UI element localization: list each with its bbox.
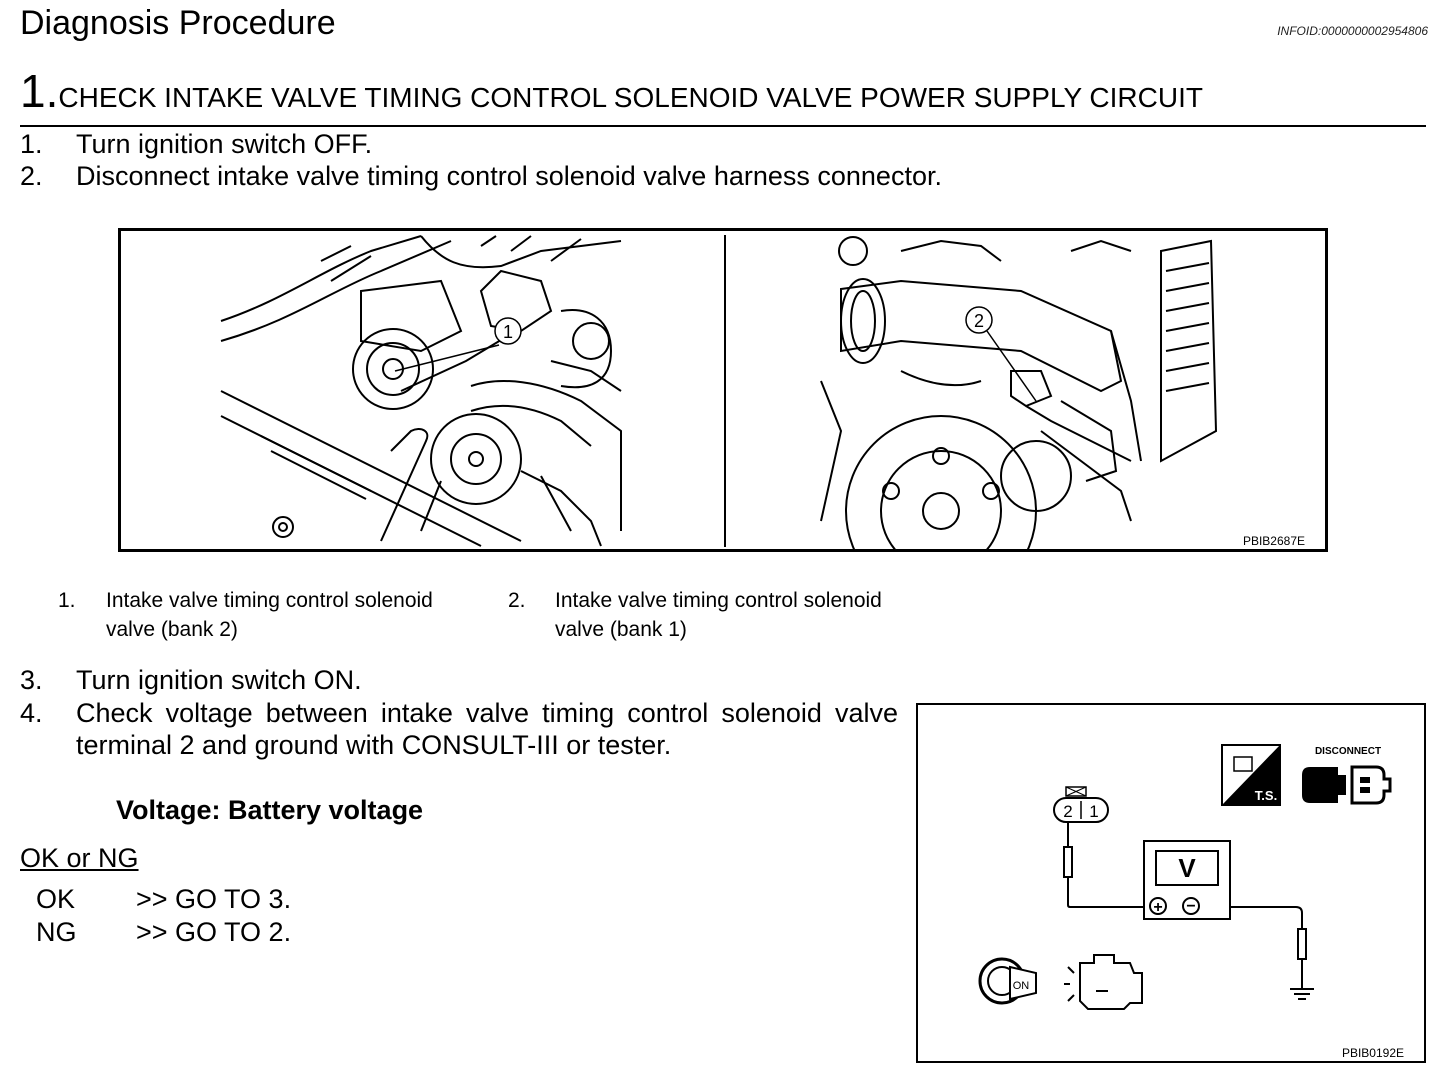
callout-2-label: 2 — [974, 311, 984, 331]
caption-number: 1. — [58, 589, 76, 612]
result-status: OK — [36, 884, 76, 914]
caption-line: valve (bank 1) — [555, 618, 687, 641]
terminal-1-label: 1 — [1089, 802, 1098, 821]
step-heading: 1.CHECK INTAKE VALVE TIMING CONTROL SOLE… — [20, 64, 1203, 118]
result-table: OK >> GO TO 3. NG >> GO TO 2. — [36, 884, 436, 950]
engine-illustration: 1 2 PBIB2687E — [220, 235, 1305, 549]
voltage-check-diagram: T.S. DISCONNECT 2 1 — [978, 744, 1404, 1060]
engine-bay-left-drawing — [220, 235, 622, 547]
instruction-number: 3. — [20, 665, 43, 695]
result-heading: OK or NG — [20, 843, 139, 873]
instruction-text: Turn ignition switch OFF. — [76, 129, 373, 159]
figure-caption: 2. Intake valve timing control solenoid … — [508, 586, 938, 646]
caption-line: Intake valve timing control solenoid — [555, 589, 882, 612]
result-row: OK >> GO TO 3. — [36, 884, 436, 917]
ts-label: T.S. — [1255, 788, 1277, 803]
meter-label: V — [1178, 853, 1196, 883]
instruction-item: 1. Turn ignition switch OFF. — [20, 128, 1020, 160]
instruction-item: 2. Disconnect intake valve timing contro… — [20, 160, 1020, 192]
ground-symbol — [1290, 988, 1314, 1000]
figure-caption: 1. Intake valve timing control solenoid … — [58, 586, 478, 646]
ignition-key-icon: ON — [978, 957, 1037, 1005]
result-status: NG — [36, 917, 77, 947]
terminal-2-label: 2 — [1063, 802, 1072, 821]
engine-bay-right-drawing — [820, 236, 1218, 549]
instruction-list-a: 1. Turn ignition switch OFF. 2. Disconne… — [20, 128, 1020, 192]
step-number: 1. — [20, 65, 59, 117]
instruction-item: 3. Turn ignition switch ON. — [20, 664, 900, 696]
ts-icon: T.S. — [1221, 744, 1281, 806]
minus-terminal — [1182, 897, 1200, 915]
instruction-number: 2. — [20, 161, 43, 191]
step-title: CHECK INTAKE VALVE TIMING CONTROL SOLENO… — [58, 82, 1203, 113]
result-action: >> GO TO 3. — [136, 884, 292, 914]
instruction-number: 4. — [20, 698, 43, 728]
callout-1-label: 1 — [503, 322, 513, 342]
result-row: NG >> GO TO 2. — [36, 917, 436, 950]
page-title: Diagnosis Procedure — [20, 4, 336, 42]
figure-code: PBIB0192E — [1342, 1046, 1404, 1060]
callout-circle-2 — [965, 306, 993, 334]
disconnect-label: DISCONNECT — [1315, 746, 1381, 757]
caption-line: valve (bank 2) — [106, 618, 238, 641]
callout-circle-1 — [494, 317, 522, 345]
heading-divider — [20, 125, 1426, 127]
info-id: INFOID:0000000002954806 — [1277, 24, 1428, 38]
caption-number: 2. — [508, 589, 526, 612]
disconnect-icon — [1302, 765, 1392, 805]
instruction-number: 1. — [20, 129, 43, 159]
plus-terminal — [1149, 897, 1167, 915]
voltage-spec: Voltage: Battery voltage — [116, 795, 424, 825]
instruction-text: Turn ignition switch ON. — [76, 665, 362, 695]
voltmeter: V + − — [1143, 840, 1231, 920]
plus-label: + — [1153, 899, 1162, 916]
minus-label: − — [1186, 898, 1195, 915]
engine-icon — [1064, 954, 1143, 1010]
instruction-text: Check voltage between intake valve timin… — [76, 698, 898, 760]
engine-location-figure: 1 2 PBIB2687E — [118, 228, 1328, 552]
harness-connector: 2 1 — [1053, 786, 1109, 823]
voltage-check-figure: T.S. DISCONNECT 2 1 — [916, 703, 1426, 1063]
caption-line: Intake valve timing control solenoid — [106, 589, 433, 612]
figure-code: PBIB2687E — [1243, 534, 1305, 548]
key-on-label: ON — [1013, 980, 1030, 992]
result-action: >> GO TO 2. — [136, 917, 292, 947]
instruction-text: Disconnect intake valve timing control s… — [76, 161, 942, 191]
